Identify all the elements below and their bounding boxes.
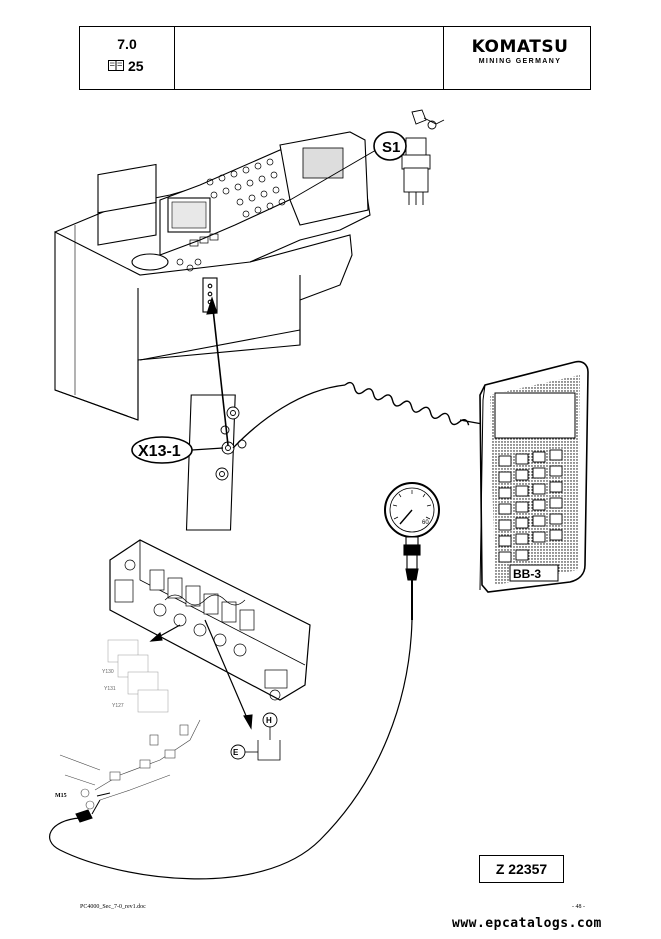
footer-page-number: - 48 -	[572, 904, 585, 910]
monitor	[279, 131, 369, 226]
section-version: 7.0	[117, 36, 137, 52]
hose-fittings	[59, 719, 201, 810]
brand-subtitle: MINING GERMANY	[478, 58, 562, 65]
s1-bubble	[373, 131, 407, 161]
plate-sockets	[215, 406, 247, 481]
header-divider	[443, 27, 444, 89]
valve-cubes	[107, 639, 169, 713]
cabinet-top-box	[97, 163, 157, 214]
label-s1: S1	[382, 139, 400, 156]
h-symbol-label: H	[266, 716, 272, 725]
socket-plate	[185, 394, 236, 531]
header-table: 7.0 25 KOMATSU MINING GERMANY	[79, 26, 591, 90]
key-switch	[401, 109, 445, 205]
page-reference: 25	[128, 58, 144, 74]
label-y130: Y130	[102, 669, 114, 675]
e-symbol-label: E	[233, 748, 239, 757]
label-y127: Y127	[112, 703, 124, 709]
book-icon	[108, 60, 124, 71]
cabinet-body	[54, 231, 353, 421]
website-watermark[interactable]: www.epcatalogs.com	[452, 916, 602, 931]
label-m15: M15	[55, 793, 67, 799]
drawing-id-box: Z 22357	[479, 855, 564, 883]
label-x13-1: X13-1	[138, 443, 181, 460]
label-bb-3: BB-3	[513, 567, 541, 581]
brand-logo: KOMATSU	[471, 37, 569, 57]
gauge-value-label: 60	[422, 520, 429, 526]
valve-block-components	[114, 559, 288, 701]
header-cell-section: 7.0 25	[80, 27, 175, 89]
console-buttons	[176, 158, 286, 272]
handheld-keypad	[498, 449, 563, 563]
handheld-cable	[232, 384, 346, 449]
gauge-hose	[49, 619, 413, 880]
label-y131: Y131	[104, 686, 116, 692]
footer-filename: PC4000_Sec_7-0_rev1.doc	[80, 904, 146, 910]
hose-nozzle	[75, 809, 93, 823]
